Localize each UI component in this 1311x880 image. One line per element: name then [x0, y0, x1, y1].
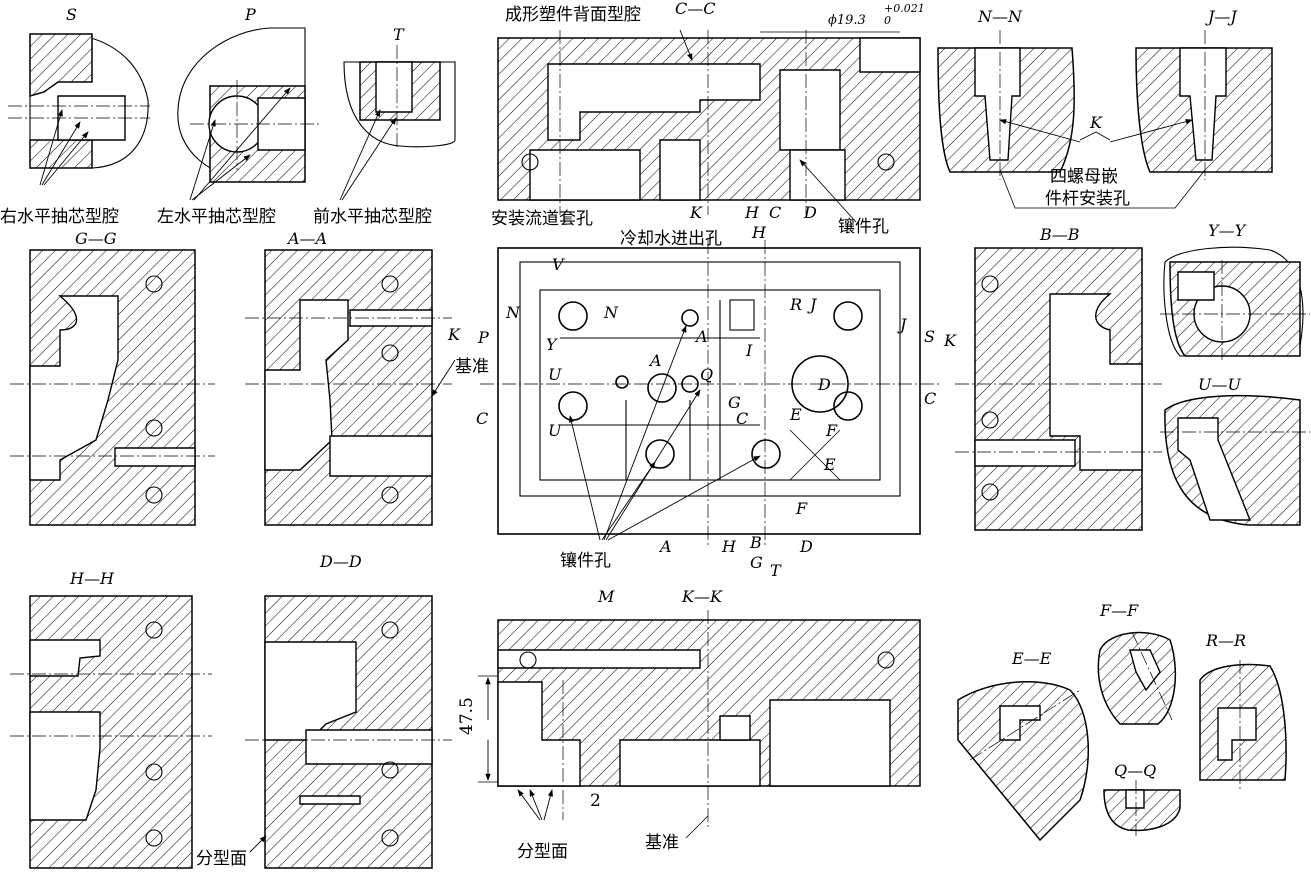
- sec-P: P: [477, 328, 489, 347]
- view-NN-title: N—N: [977, 7, 1023, 26]
- label-back-cavity: 成形塑件背面型腔: [505, 5, 641, 25]
- mark-M: M: [597, 587, 615, 606]
- view-T-title: T: [393, 25, 405, 44]
- view-DD-title: D—D: [319, 552, 362, 571]
- view-T: T: [339, 25, 456, 201]
- sec-U2: U: [548, 421, 562, 440]
- sec-R: R: [789, 295, 802, 314]
- sec-A2: A: [648, 351, 662, 370]
- view-AA: A—A K 基准: [245, 229, 489, 526]
- sec-E2: E: [823, 455, 836, 474]
- label-sprue: 安装流道套孔: [491, 209, 593, 229]
- sec-C3: C: [736, 409, 748, 428]
- sec-B: B: [749, 533, 762, 552]
- sec-G: G: [728, 393, 741, 412]
- view-EE-title: E—E: [1011, 649, 1052, 668]
- view-UU: U—U: [1160, 375, 1310, 526]
- view-BB-title: B—B: [1039, 225, 1080, 244]
- sec-C2: C: [476, 409, 488, 428]
- sec-E: E: [789, 405, 802, 424]
- view-FF: F—F: [1097, 601, 1177, 725]
- nut-K: K: [1089, 113, 1103, 132]
- label-parting-kk: 分型面: [517, 842, 568, 862]
- sec-K3: K: [943, 331, 957, 350]
- label-right-core: 右水平抽芯型腔: [0, 207, 119, 227]
- sec-Y: Y: [546, 335, 558, 354]
- view-QQ-title: Q—Q: [1114, 761, 1156, 780]
- nut-line2: 件杆安装孔: [1045, 189, 1130, 209]
- sec-J2: J: [897, 315, 908, 334]
- view-QQ: Q—Q: [1103, 761, 1181, 836]
- sec-S: S: [924, 327, 935, 346]
- view-YY-title: Y—Y: [1208, 221, 1247, 240]
- view-GG-title: G—G: [75, 229, 117, 248]
- view-KK: M K—K 47.5 2 分型面 基准: [457, 587, 921, 862]
- sec-H1: H: [744, 203, 760, 222]
- view-YY: Y—Y: [1160, 221, 1310, 360]
- label-left-core: 左水平抽芯型腔: [157, 207, 276, 227]
- sec-T: T: [770, 561, 782, 580]
- sec-U1: U: [548, 365, 562, 384]
- view-RR: R—R: [1199, 631, 1287, 790]
- sec-K1: K: [689, 203, 703, 222]
- view-CC: 成形塑件背面型腔 C—C ϕ19.3 +0.021 0 镶件孔 K H C D …: [497, 0, 925, 242]
- view-CC-title: C—C: [675, 0, 715, 18]
- sec-C1: C: [769, 203, 781, 222]
- sec-D3: D: [799, 537, 813, 556]
- sec-K-aa: K: [447, 325, 461, 344]
- view-RR-title: R—R: [1205, 631, 1246, 650]
- label-datum-left: 基准: [455, 357, 489, 377]
- view-FF-title: F—F: [1099, 601, 1139, 620]
- label-parting-dd: 分型面: [196, 849, 247, 869]
- view-S-title: S: [66, 5, 77, 24]
- sec-A3: A: [658, 537, 672, 556]
- sec-V: V: [552, 255, 565, 274]
- sec-F1: F: [825, 421, 838, 440]
- sec-I: I: [745, 341, 753, 360]
- label-cooling: 冷却水进出孔: [620, 229, 722, 249]
- view-JJ-title: J—J: [1205, 7, 1238, 26]
- view-GG: G—G: [10, 229, 215, 526]
- sec-G2: G: [750, 553, 763, 572]
- dim-tol-upper: +0.021: [884, 2, 925, 15]
- sec-N2: N: [603, 303, 619, 322]
- view-P-title: P: [244, 5, 256, 24]
- sec-Q: Q: [700, 365, 713, 384]
- view-P: P: [177, 5, 320, 201]
- view-main-plan: 安装流道套孔 冷却水进出孔 V N N P Y U U C A A: [476, 209, 957, 580]
- sec-A1: A: [694, 327, 708, 346]
- dim-2: 2: [590, 791, 601, 811]
- sec-J1: J: [807, 295, 818, 314]
- label-front-core: 前水平抽芯型腔: [313, 207, 432, 227]
- sec-F2: F: [795, 499, 808, 518]
- view-S: S: [8, 5, 150, 186]
- view-HH: H—H: [10, 569, 212, 869]
- dim-dia: ϕ19.3: [828, 13, 866, 28]
- view-EE: E—E: [957, 649, 1089, 842]
- view-DD: D—D 分型面: [196, 552, 452, 869]
- nut-label: K 四螺母嵌 件杆安装孔: [999, 113, 1206, 209]
- sec-H2: H: [751, 223, 767, 242]
- view-KK-title: K—K: [681, 587, 723, 606]
- sec-H3: H: [721, 537, 737, 556]
- dim-475: 47.5: [457, 697, 477, 735]
- view-HH-title: H—H: [69, 569, 115, 588]
- view-AA-title: A—A: [286, 229, 327, 248]
- view-NN: N—N: [937, 7, 1075, 180]
- view-JJ: J—J: [1135, 7, 1273, 180]
- dim-tol-lower: 0: [884, 14, 891, 27]
- view-BB: B—B: [955, 225, 1162, 531]
- label-datum-bottom: 基准: [645, 833, 679, 853]
- label-insert-holes-bottom: 镶件孔: [560, 550, 611, 571]
- sec-D2: D: [817, 375, 831, 394]
- label-insert-hole-top: 镶件孔: [838, 216, 889, 237]
- nut-line1: 四螺母嵌: [1050, 167, 1118, 187]
- sec-D1: D: [803, 203, 817, 222]
- sec-N1: N: [505, 303, 521, 322]
- sec-C4: C: [924, 389, 936, 408]
- view-UU-title: U—U: [1198, 375, 1241, 394]
